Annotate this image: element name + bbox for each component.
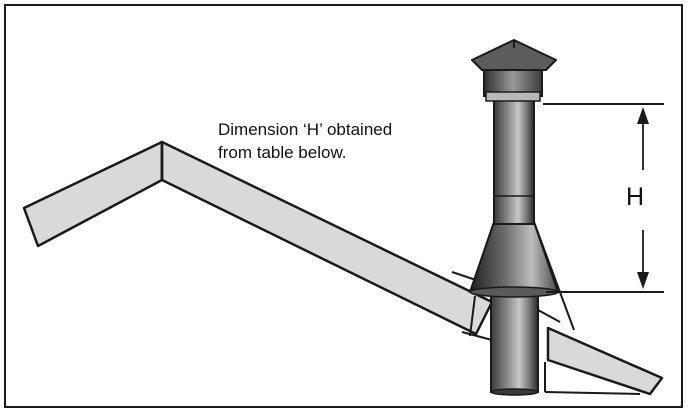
dimension-h-indicator (543, 104, 664, 292)
upper-pipe (494, 100, 534, 224)
arrow-down-icon (637, 272, 649, 289)
roof-lower-section (538, 310, 662, 394)
dimension-h-label: H (626, 183, 644, 212)
arrow-up-icon (637, 107, 649, 124)
roof-right-slope (162, 142, 492, 334)
caption-line-1: Dimension ‘H’ obtained (218, 118, 478, 141)
lower-pipe (491, 292, 538, 395)
dimension-caption: Dimension ‘H’ obtained from table below. (218, 118, 478, 164)
roof-left-slope (24, 142, 162, 246)
caption-line-2: from table below. (218, 141, 478, 164)
rain-cap (472, 40, 556, 101)
